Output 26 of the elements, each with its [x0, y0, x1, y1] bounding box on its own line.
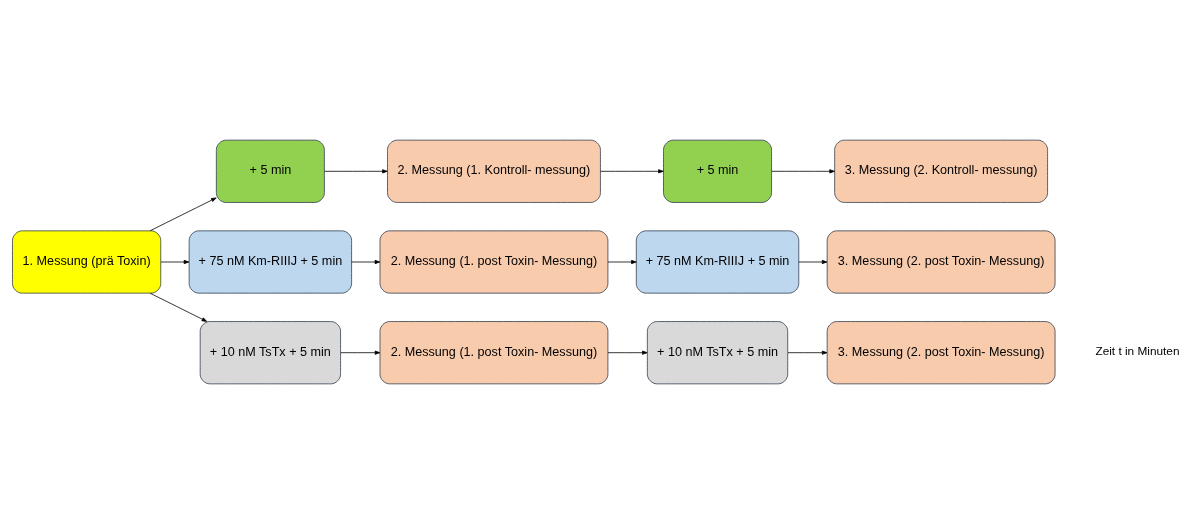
node-box: 3. Messung (2. post Toxin- Messung): [826, 230, 1056, 294]
arrow: [160, 259, 190, 265]
arrow: [607, 259, 637, 265]
arrow: [607, 350, 648, 355]
node-box: + 75 nM Km-RIIIJ + 5 min: [188, 230, 352, 294]
arrow: [600, 169, 664, 174]
label: Zeit t in Minuten: [1095, 344, 1180, 359]
node-box: 3. Messung (2. Kontroll- messung): [834, 139, 1048, 203]
arrow: [771, 169, 835, 174]
node-box: + 75 nM Km-RIIIJ + 5 min: [635, 230, 800, 294]
node-box: 2. Messung (1. post Toxin- Messung): [379, 230, 609, 294]
node-box: 2. Messung (1. post Toxin- Messung): [379, 321, 609, 385]
arrow: [324, 169, 388, 174]
node-box: + 10 nM TsTx + 5 min: [646, 321, 789, 385]
arrow: [340, 350, 381, 355]
node-box: 3. Messung (2. post Toxin- Messung): [826, 321, 1056, 385]
node-box: 2. Messung (1. Kontroll- messung): [387, 139, 601, 203]
arrow: [351, 259, 381, 265]
arrow: [787, 350, 828, 355]
node-box: + 5 min: [663, 139, 772, 203]
arrow: [149, 292, 208, 322]
arrow: [798, 259, 828, 265]
node-box: + 10 nM TsTx + 5 min: [199, 321, 341, 385]
node-box: + 5 min: [215, 139, 325, 203]
node-box: 1. Messung (prä Toxin): [12, 230, 162, 294]
arrow: [149, 197, 217, 232]
